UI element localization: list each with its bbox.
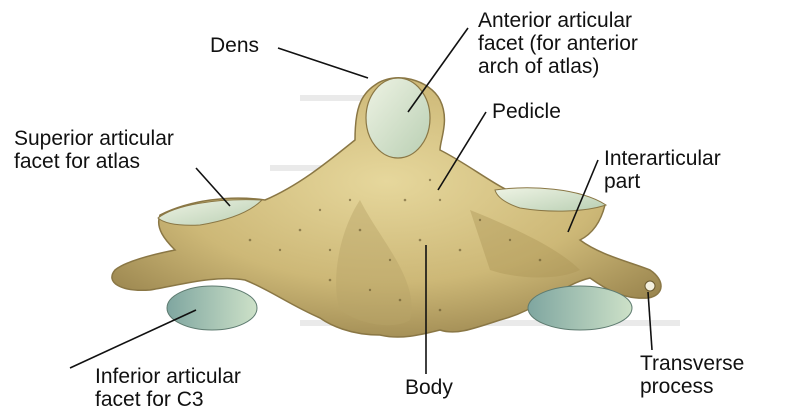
transverse-label: Transverse process (640, 352, 744, 398)
superior-facet-label: Superior articular facet for atlas (14, 127, 174, 173)
interarticular-line-1: Interarticular (604, 147, 721, 170)
dens-label: Dens (210, 34, 259, 57)
interarticular-label: Interarticular part (604, 147, 721, 193)
inferior-facet-line-1: Inferior articular (95, 365, 241, 388)
body-label: Body (405, 376, 453, 399)
inferior-facet-line-2: facet for C3 (95, 388, 241, 411)
anterior-facet-line-3: arch of atlas) (478, 55, 638, 78)
inferior-facet-leader (70, 310, 196, 368)
body-label-text: Body (405, 376, 453, 399)
pedicle-label: Pedicle (492, 100, 561, 123)
transverse-foramen (645, 281, 655, 291)
transverse-line-2: process (640, 375, 744, 398)
anterior-facet-line-2: facet (for anterior (478, 32, 638, 55)
anterior-facet-label: Anterior articular facet (for anterior a… (478, 9, 638, 78)
left-inferior-facet (167, 286, 257, 330)
superior-facet-line-1: Superior articular (14, 127, 174, 150)
transverse-line-1: Transverse (640, 352, 744, 375)
interarticular-line-2: part (604, 170, 721, 193)
pedicle-label-text: Pedicle (492, 100, 561, 123)
dens-leader (278, 48, 368, 78)
right-inferior-facet (528, 286, 632, 330)
inferior-facet-label: Inferior articular facet for C3 (95, 365, 241, 411)
dens-label-text: Dens (210, 34, 259, 57)
superior-facet-line-2: facet for atlas (14, 150, 174, 173)
anterior-facet-line-1: Anterior articular (478, 9, 638, 32)
dens-facet (366, 78, 430, 158)
